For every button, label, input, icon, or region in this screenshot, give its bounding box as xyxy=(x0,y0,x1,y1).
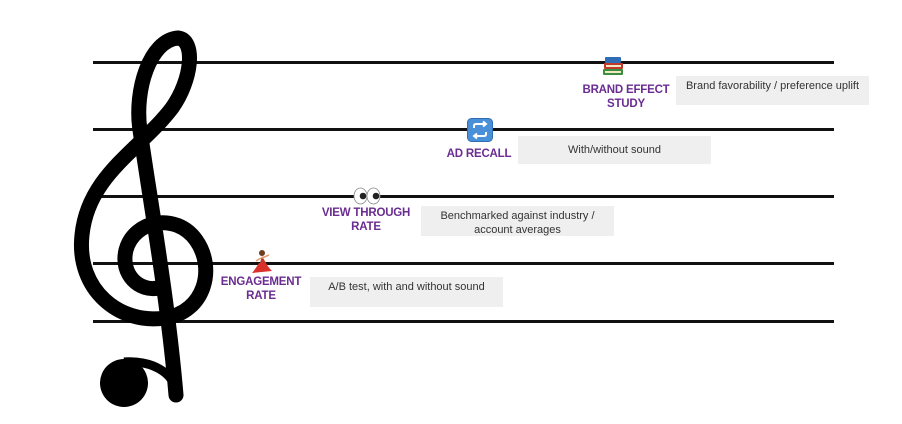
view-through-rate-description: Benchmarked against industry / account a… xyxy=(421,206,614,236)
label-line: VIEW THROUGH xyxy=(321,207,411,219)
staff-line xyxy=(93,128,834,131)
brand-effect-study-description: Brand favorability / preference uplift xyxy=(676,76,869,105)
staff-line xyxy=(93,61,834,64)
eyes-icon xyxy=(353,187,381,205)
view-through-rate-label: VIEW THROUGH RATE xyxy=(313,206,419,234)
staff-line xyxy=(93,262,834,265)
engagement-rate-description: A/B test, with and without sound xyxy=(310,277,503,307)
label-line: RATE xyxy=(351,221,381,233)
ad-recall-description: With/without sound xyxy=(518,136,711,164)
label-line: RATE xyxy=(246,290,276,302)
label-line: STUDY xyxy=(607,98,645,110)
dancer-icon xyxy=(252,250,272,273)
label-line: AD RECALL xyxy=(446,148,512,160)
staff-line xyxy=(93,195,834,198)
label-line: BRAND EFFECT xyxy=(582,84,670,96)
staff-line xyxy=(93,320,834,323)
ad-recall-label: AD RECALL xyxy=(440,147,518,161)
engagement-rate-label: ENGAGEMENT RATE xyxy=(214,275,308,303)
label-line: ENGAGEMENT xyxy=(220,276,302,288)
treble-clef-icon xyxy=(73,30,214,407)
brand-effect-study-label: BRAND EFFECT STUDY xyxy=(575,83,677,111)
books-icon xyxy=(603,57,623,75)
repeat-icon xyxy=(467,118,493,142)
